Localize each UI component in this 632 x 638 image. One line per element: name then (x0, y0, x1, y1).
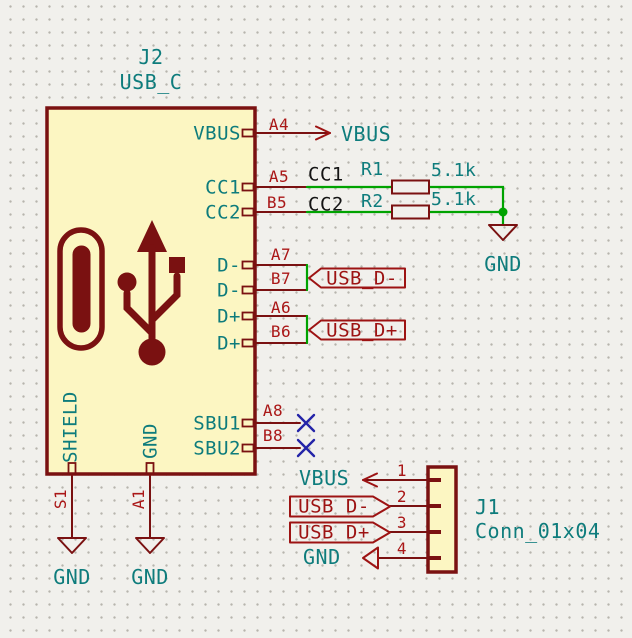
wire-cc1-right[interactable] (427, 185, 505, 214)
gnd-symbol-resistors[interactable] (488, 224, 518, 241)
pin-stub-cc2 (241, 207, 255, 217)
pin-stub-shield (67, 462, 77, 475)
pin-name-gnd: GND (139, 423, 162, 459)
pin-number-b6: B6 (270, 322, 292, 341)
j2-value[interactable]: USB_C (119, 70, 183, 94)
r1-value[interactable]: 5.1k (431, 160, 477, 181)
usb-logo-icon (57, 220, 185, 366)
pin-stub-dplus-b (241, 338, 255, 348)
gnd-symbol-a1[interactable] (135, 537, 165, 554)
pin-stub-dminus-a (241, 260, 255, 270)
pin-name-shield: SHIELD (59, 391, 82, 463)
pin-number-a5: A5 (268, 167, 290, 186)
global-label-usb-dminus-outline[interactable] (308, 267, 406, 289)
j2-reference[interactable]: J2 (138, 45, 164, 69)
usb-c-symbol[interactable] (45, 106, 331, 539)
gnd-label-a1[interactable]: GND (131, 565, 169, 589)
global-label-usb-dplus-j1-outline[interactable] (289, 521, 391, 544)
net-label-cc2[interactable]: CC2 (308, 193, 344, 216)
net-label-gnd-j1[interactable]: GND (303, 545, 341, 569)
pin-name-cc1: CC1 (205, 176, 241, 199)
pin-number-b5: B5 (266, 193, 288, 212)
gnd-j1-arrow-icon[interactable] (362, 546, 379, 570)
wire-junction[interactable] (498, 207, 508, 217)
pin-name-vbus: VBUS (193, 122, 241, 145)
pin-stub-dminus-b (241, 285, 255, 295)
pin-number-a8: A8 (262, 401, 284, 420)
vbus-label-arrow-icon[interactable] (315, 125, 331, 141)
pin-stub-cc1 (241, 182, 255, 192)
pin-number-a6: A6 (270, 298, 292, 317)
global-label-usb-dminus-j1[interactable]: USB_D- (298, 495, 370, 518)
global-label-usb-dminus[interactable]: USB_D- (326, 267, 398, 290)
j1-pin-number-3: 3 (396, 513, 408, 532)
r2-value[interactable]: 5.1k (431, 189, 477, 210)
header-connector-symbol[interactable] (362, 465, 458, 574)
pin-stub-gnd (145, 462, 155, 475)
pin-number-a4: A4 (268, 115, 290, 134)
j1-pin-number-2: 2 (396, 487, 408, 506)
pin-name-cc2: CC2 (205, 201, 241, 224)
resistor-r1-body[interactable] (391, 179, 430, 195)
global-label-usb-dplus-j1[interactable]: USB_D+ (298, 521, 370, 544)
net-label-vbus[interactable]: VBUS (341, 122, 392, 146)
pin-stub-dplus-a (241, 311, 255, 321)
pin-number-b8: B8 (262, 426, 284, 445)
j1-reference[interactable]: J1 (475, 495, 501, 519)
pin-name-dplus-b: D+ (217, 332, 241, 355)
global-label-usb-dplus-outline[interactable] (308, 319, 406, 341)
net-label-cc1[interactable]: CC1 (308, 163, 344, 186)
pin-name-dplus-a: D+ (217, 305, 241, 328)
no-connect-sbu1-icon[interactable] (296, 413, 316, 433)
pin-number-a7: A7 (270, 245, 292, 264)
r1-reference[interactable]: R1 (361, 159, 384, 180)
pin-number-a1: A1 (129, 488, 148, 510)
j1-pin-number-4: 4 (396, 539, 408, 558)
pin-name-sbu1: SBU1 (193, 412, 241, 435)
pin-stub-sbu1 (241, 418, 255, 428)
global-label-usb-dminus-j1-outline[interactable] (289, 495, 391, 518)
header-connector-body[interactable] (426, 465, 458, 574)
resistor-r2-body[interactable] (391, 204, 430, 220)
pin-stub-vbus (241, 128, 255, 138)
usb-c-pins[interactable] (71, 132, 331, 539)
vbus-j1-arrow-icon[interactable] (362, 472, 378, 488)
pin-name-dminus-a: D- (217, 254, 241, 277)
global-label-usb-dplus[interactable]: USB_D+ (326, 319, 398, 342)
pin-number-s1: S1 (51, 488, 70, 510)
gnd-label-resistors[interactable]: GND (484, 252, 522, 276)
gnd-label-shield[interactable]: GND (53, 565, 91, 589)
j1-pin-number-1: 1 (396, 461, 408, 480)
pin-stub-sbu2 (241, 443, 255, 453)
no-connect-sbu2-icon[interactable] (296, 438, 316, 458)
pin-name-sbu2: SBU2 (193, 437, 241, 460)
r2-reference[interactable]: R2 (361, 191, 384, 212)
gnd-symbol-shield[interactable] (57, 537, 87, 554)
wires[interactable] (305, 185, 508, 345)
j1-value[interactable]: Conn_01x04 (475, 519, 601, 543)
pin-number-b7: B7 (270, 269, 292, 288)
net-label-vbus-j1[interactable]: VBUS (299, 466, 350, 490)
pin-name-dminus-b: D- (217, 279, 241, 302)
